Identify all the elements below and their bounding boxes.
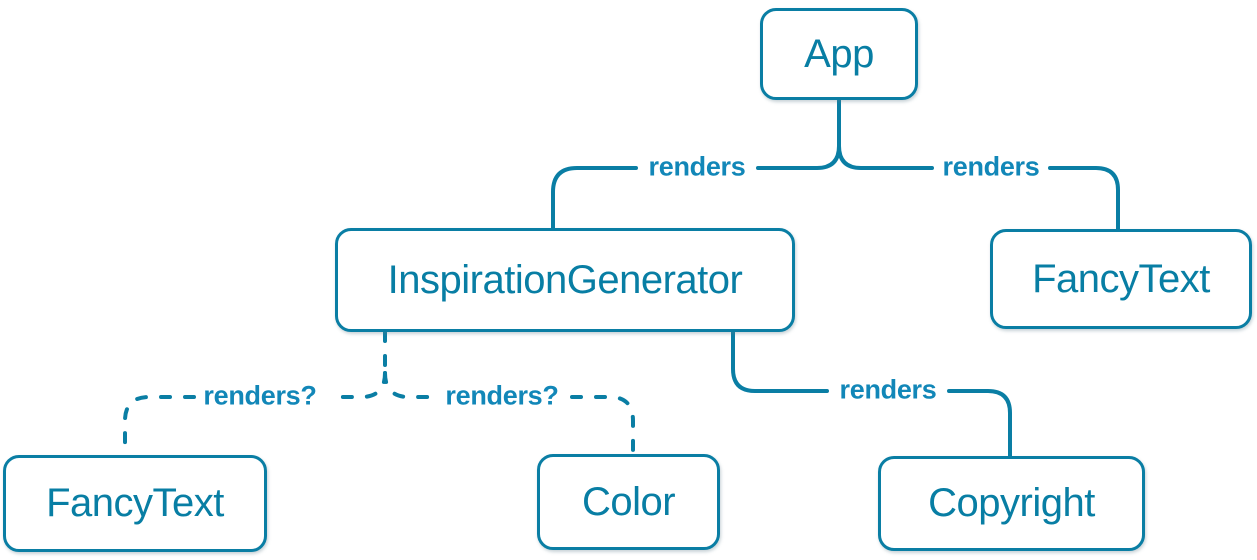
edge-inspirationgenerator-to-color-fork [383,371,436,399]
node-color: Color [537,454,720,550]
edge-label-app-fancytext: renders [942,151,1040,182]
edge-app-to-fancytext-right [1048,166,1120,231]
node-fancy-text-bottom: FancyText [3,455,267,552]
edge-app-to-inspirationgenerator-left [756,98,841,170]
node-inspiration-generator: InspirationGenerator [335,228,795,332]
edge-inspirationgenerator-to-fancytext-tail [123,395,196,457]
edge-label-inspirationgenerator-fancytext: renders? [203,380,317,411]
edge-inspirationgenerator-to-fancytext-fork [328,371,387,399]
edge-inspirationgenerator-to-color-tail [570,395,635,456]
edge-label-inspirationgenerator-color: renders? [445,380,559,411]
node-copyright: Copyright [878,456,1145,551]
node-app: App [760,8,918,100]
edge-app-to-inspirationgenerator-right [551,166,638,230]
edge-app-to-fancytext-left [837,144,934,170]
edge-label-inspirationgenerator-copyright: renders [839,374,937,405]
node-fancy-text-top: FancyText [990,229,1252,329]
edge-inspirationgenerator-to-copyright-right [947,389,1012,458]
edge-label-app-inspirationgenerator: renders [648,151,746,182]
edge-inspirationgenerator-to-copyright-left [731,330,829,393]
